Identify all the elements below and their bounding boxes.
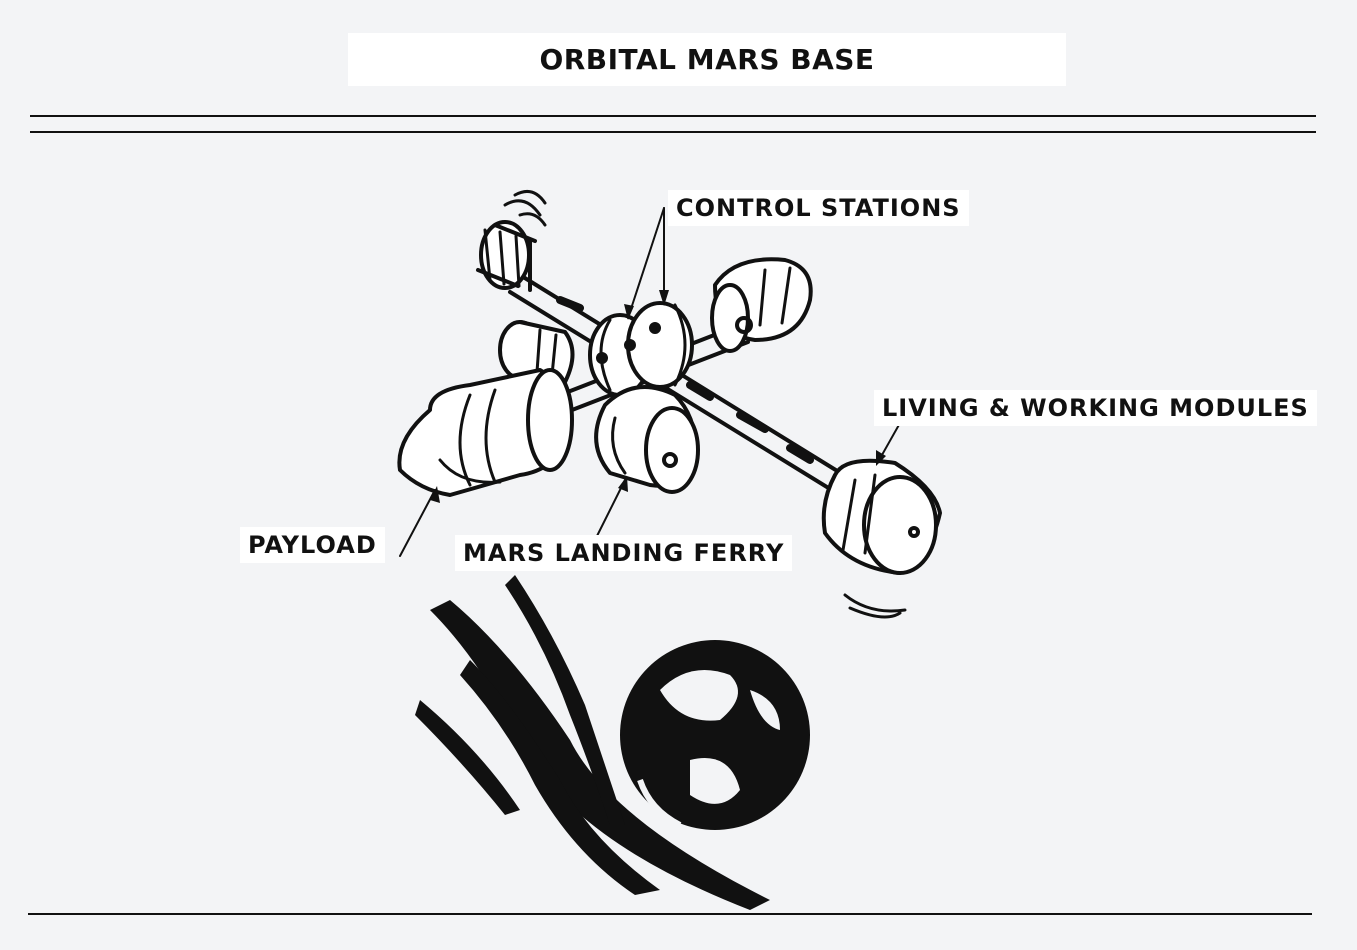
planet-rings-debris: [415, 575, 770, 910]
label-living-modules: LIVING & WORKING MODULES: [874, 390, 1317, 426]
living-module-upper: [476, 189, 547, 292]
module-left-center: [498, 320, 575, 384]
module-upper-right: [710, 257, 813, 353]
label-landing-ferry: MARS LANDING FERRY: [455, 535, 793, 571]
label-payload: PAYLOAD: [240, 527, 385, 563]
top-rule-1: [30, 115, 1316, 117]
page-title: ORBITAL MARS BASE: [539, 43, 875, 76]
living-module-lower: [821, 458, 942, 619]
label-control-stations: CONTROL STATIONS: [668, 190, 969, 226]
bottom-rule: [28, 913, 1312, 915]
leader-arrowheads: [430, 290, 886, 503]
mars-planet: [620, 640, 810, 830]
landing-ferry-module: [594, 385, 700, 494]
title-strip: ORBITAL MARS BASE: [348, 33, 1066, 86]
leader-lines: [399, 207, 901, 557]
top-rule-2: [30, 131, 1316, 133]
payload-module: [397, 368, 574, 497]
control-hub: [588, 301, 694, 397]
